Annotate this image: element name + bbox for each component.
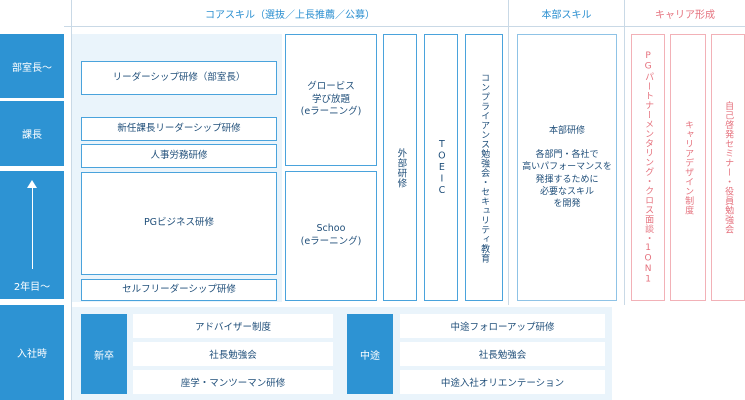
divider-left	[71, 0, 72, 400]
header-career: キャリア形成	[655, 9, 715, 21]
level-kacho: 課長	[0, 101, 64, 166]
box-globis: グロービス 学び放題 (eラーニング)	[285, 34, 377, 166]
box-jinji-roumu: 人事労務研修	[81, 144, 277, 168]
item-shinsotsu-0: アドバイザー制度	[133, 314, 333, 338]
box-schoo: Schoo (eラーニング)	[285, 171, 377, 301]
box-pg-business: PGビジネス研修	[81, 172, 277, 275]
tag-shinsotsu: 新卒	[81, 314, 127, 394]
divider-dept-career	[624, 0, 625, 305]
level-bucho: 部室長〜	[0, 34, 64, 98]
level-nyusha: 入社時	[0, 305, 64, 400]
arrow-shaft	[32, 187, 33, 269]
box-compliance: コンプライアンス勉強会・セキュリティ教育	[465, 34, 503, 301]
header-rule	[64, 26, 745, 27]
box-gaibu-kenshu: 外部研修	[383, 34, 417, 301]
item-shinsotsu-1: 社長勉強会	[133, 342, 333, 366]
box-jiko-keihatsu: 自己啓発セミナー・役員勉強会	[711, 34, 745, 301]
header-dept-skill: 本部スキル	[541, 9, 592, 21]
box-new-kacho-leadership: 新任課長リーダーシップ研修	[81, 117, 277, 141]
box-toeic: TOEIC	[424, 34, 458, 301]
divider-core-dept	[508, 0, 509, 305]
level-nenme: 2年目〜	[13, 282, 51, 293]
tag-chuto: 中途	[347, 314, 393, 394]
item-chuto-0: 中途フォローアップ研修	[400, 314, 605, 338]
box-career-design: キャリアデザイン制度	[670, 34, 706, 301]
box-pg-partner-mentoring: PGパートナーメンタリング・クロス面談・1ON1	[631, 34, 665, 301]
box-self-leadership: セルフリーダーシップ研修	[81, 279, 277, 301]
header-core-skill: コアスキル（選抜／上長推薦／公募）	[205, 9, 375, 21]
item-chuto-2: 中途入社オリエンテーション	[400, 370, 605, 394]
box-honbu-kenshu: 本部研修 各部門・各社で 高いパフォーマンスを 発揮するために 必要なスキル を…	[517, 34, 617, 301]
box-leadership-bucho: リーダーシップ研修（部室長）	[81, 61, 277, 95]
item-chuto-1: 社長勉強会	[400, 342, 605, 366]
arrow-up-icon	[27, 180, 37, 188]
item-shinsotsu-2: 座学・マンツーマン研修	[133, 370, 333, 394]
